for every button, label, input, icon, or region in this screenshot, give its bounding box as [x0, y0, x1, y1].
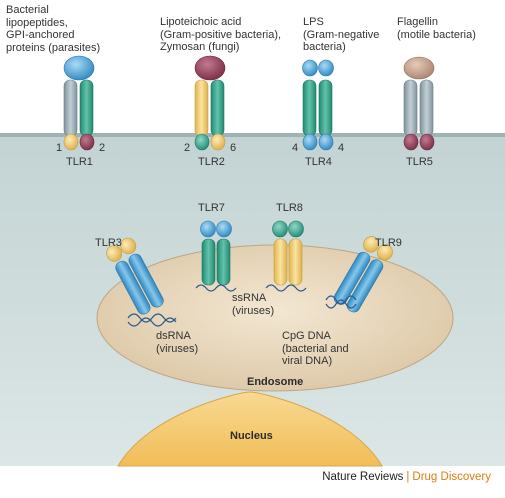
tlr4-right-number: 4 [338, 142, 345, 154]
tlr7-name: TLR7 [198, 202, 225, 214]
tlr1-right-number: 2 [99, 142, 106, 154]
nucleus [117, 391, 383, 467]
tlr1-ligand-line: Bacterial [6, 4, 49, 16]
ssrna-label: ssRNA (viruses) [232, 292, 274, 317]
cpg-label-line: (bacterial and [282, 342, 349, 355]
credit-section: Drug Discovery [412, 471, 491, 483]
dsrna-label-line: (viruses) [156, 342, 199, 355]
ssrna-label-line: ssRNA [232, 292, 267, 304]
credit-brand: Nature Reviews [322, 471, 404, 483]
tlr2-ligand-label: Lipoteichoic acid (Gram-positive bacteri… [160, 16, 281, 54]
dsrna-label-line: dsRNA [156, 330, 191, 342]
cpg-label-line: viral DNA) [282, 355, 333, 367]
cpg-label: CpG DNA (bacterial and viral DNA) [282, 330, 349, 368]
tlr5-ligand-line: Flagellin [397, 16, 438, 28]
tlr5-ligand-label: Flagellin (motile bacteria) [397, 16, 476, 41]
tlr2-name: TLR2 [198, 156, 225, 168]
tlr9-name: TLR9 [375, 237, 402, 249]
ssrna-strand-right [265, 284, 307, 292]
ssrna-strand-left [195, 284, 237, 292]
tlr2-ligand-line: (Gram-positive bacteria), [160, 28, 282, 41]
tlr5-ligand-line: (motile bacteria) [397, 28, 476, 41]
tlr5-receptor [403, 56, 435, 151]
tlr2-left-number: 2 [184, 142, 191, 154]
cpg-label-line: CpG DNA [282, 330, 331, 342]
tlr3-receptor [106, 237, 164, 315]
tlr2-receptor [194, 55, 226, 151]
tlr1-name: TLR1 [66, 156, 93, 168]
tlr1-ligand-line: GPI-anchored [6, 29, 75, 41]
tlr4-name: TLR4 [305, 156, 332, 168]
endosome-label: Endosome [247, 376, 304, 388]
nucleus-label: Nucleus [230, 430, 273, 442]
tlr8-receptor [272, 220, 304, 286]
journal-credit: Nature Reviews|Drug Discovery [322, 471, 491, 483]
tlr2-right-number: 6 [230, 142, 237, 154]
tlr4-ligand-line: bacteria) [303, 41, 346, 53]
dsrna-strand [127, 313, 177, 327]
tlr5-name: TLR5 [406, 156, 433, 168]
tlr1-ligand-line: lipopeptides, [6, 16, 68, 29]
dsrna-label: dsRNA (viruses) [156, 330, 198, 355]
plasma-membrane [0, 133, 505, 137]
tlr1-left-number: 1 [56, 142, 63, 154]
tlr1-ligand-line: proteins (parasites) [6, 41, 101, 54]
tlr4-receptor [302, 59, 334, 151]
tlr3-name: TLR3 [95, 237, 122, 249]
ssrna-label-line: (viruses) [232, 304, 275, 317]
tlr8-name: TLR8 [276, 202, 303, 214]
credit-separator: | [406, 471, 410, 483]
tlr4-ligand-label: LPS (Gram-negative bacteria) [303, 16, 379, 54]
tlr1-receptor [63, 55, 95, 151]
tlr2-ligand-line: Lipoteichoic acid [160, 16, 242, 28]
tlr2-ligand-line: Zymosan (fungi) [160, 41, 240, 53]
tlr7-receptor [200, 220, 232, 286]
tlr4-ligand-line: LPS [303, 16, 324, 28]
tlr4-ligand-line: (Gram-negative [303, 28, 380, 41]
cpg-dna-strand [325, 295, 357, 309]
tlr1-ligand-label: Bacterial lipopeptides, GPI-anchored pro… [6, 4, 100, 54]
tlr4-left-number: 4 [292, 142, 299, 154]
